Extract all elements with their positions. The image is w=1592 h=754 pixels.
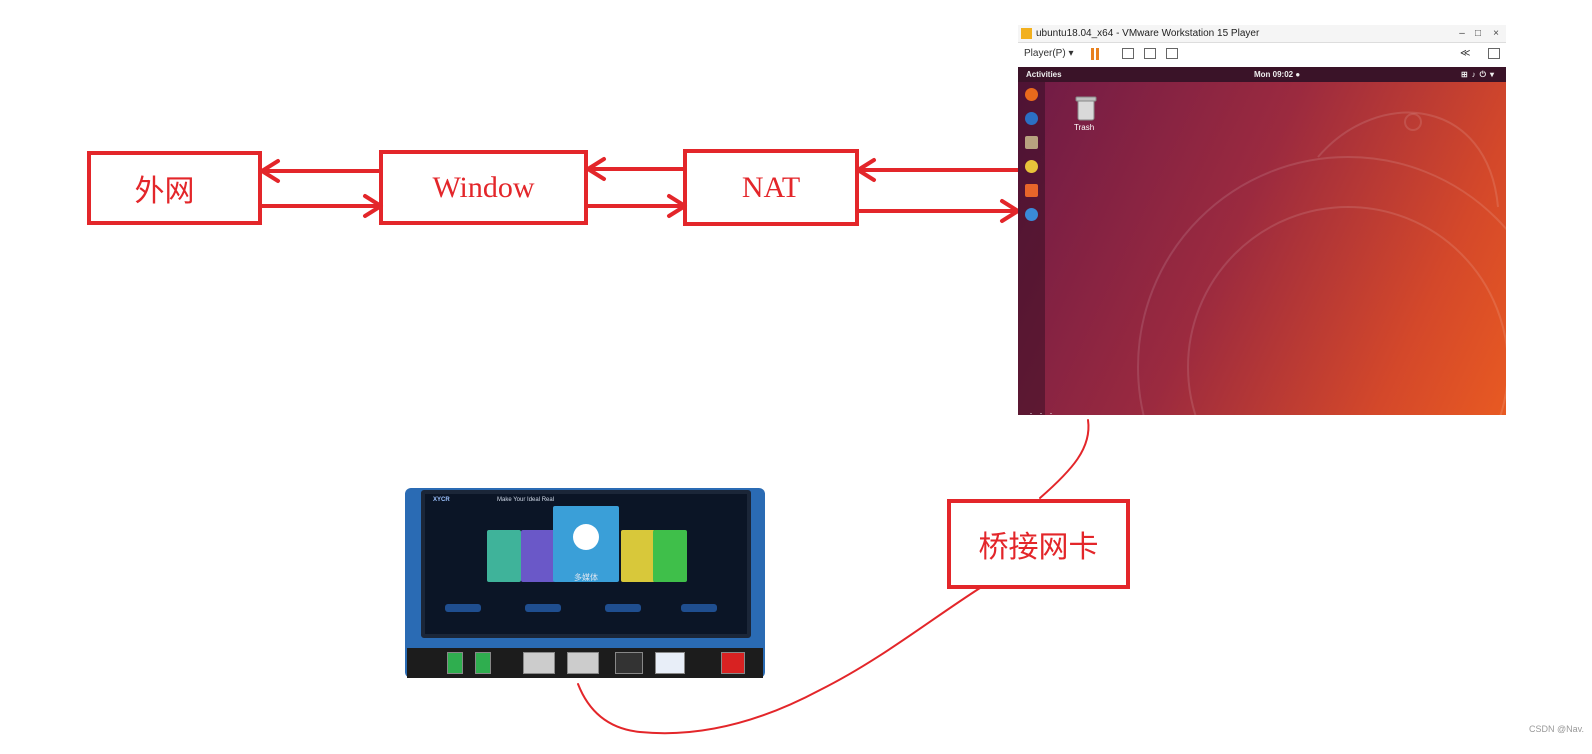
screen-button-4: [681, 604, 717, 612]
nat-label: NAT: [741, 170, 801, 204]
files-icon[interactable]: [1025, 136, 1038, 149]
software-center-icon[interactable]: [1025, 184, 1038, 197]
show-applications-icon[interactable]: ⋮⋮⋮: [1026, 412, 1056, 415]
tile-multimedia-label: 多媒体: [574, 573, 598, 582]
help-icon[interactable]: [1025, 208, 1038, 221]
player-menu[interactable]: Player(P) ▾: [1024, 48, 1074, 59]
nat-box: NAT: [683, 149, 859, 226]
board-brand: XYCR: [433, 497, 450, 503]
internet-box: 外网: [87, 151, 262, 225]
sd-card: [655, 652, 685, 674]
close-icon[interactable]: ×: [1493, 28, 1499, 39]
power-terminal: [447, 652, 463, 674]
firefox-icon[interactable]: [1025, 88, 1038, 101]
ethernet-port-1: [523, 652, 555, 674]
board-lcd-screen: XYCR Make Your Ideal Real 多媒体: [421, 490, 751, 638]
curve-bridge-to-board: [577, 587, 981, 735]
trash-label: Trash: [1074, 123, 1095, 132]
curve-vm-to-bridge: [1039, 419, 1090, 499]
ubuntu-top-bar: Activities Mon 09:02 ● ⊞♪⏻▾: [1018, 67, 1506, 82]
arrowhead-nat-to-window: [586, 157, 606, 181]
library-icon[interactable]: [1488, 48, 1500, 59]
screen-button-2: [525, 604, 561, 612]
vmware-window: ubuntu18.04_x64 - VMware Workstation 15 …: [1018, 25, 1506, 415]
pause-icon[interactable]: [1091, 48, 1094, 60]
arrowhead-window-to-internet: [260, 159, 280, 183]
bridge-box: 桥接网卡: [947, 499, 1130, 589]
rhythmbox-icon[interactable]: [1025, 160, 1038, 173]
hdmi-port: [615, 652, 643, 674]
ubuntu-wallpaper-art: [1137, 111, 1506, 415]
vmware-logo-icon: [1021, 28, 1032, 39]
system-tray-icons[interactable]: ⊞♪⏻▾: [1460, 70, 1498, 79]
board-connectors: [407, 648, 763, 678]
dev-board: XYCR Make Your Ideal Real 多媒体: [405, 488, 765, 698]
tile-app-1: [487, 530, 521, 582]
tile-app-3: [621, 530, 655, 582]
board-tagline: Make Your Ideal Real: [497, 497, 555, 503]
tile-app-2: [521, 530, 555, 582]
unity-icon[interactable]: [1166, 48, 1178, 59]
activities-button[interactable]: Activities: [1026, 70, 1062, 79]
ubuntu-desktop: Activities Mon 09:02 ● ⊞♪⏻▾ ⋮⋮⋮ Trash: [1018, 67, 1506, 415]
ethernet-port-2: [567, 652, 599, 674]
multimedia-icon: [573, 524, 599, 550]
watermark: CSDN @Nav.: [1529, 724, 1584, 734]
internet-label: 外网: [134, 175, 195, 208]
vmware-toolbar: Player(P) ▾ ≪: [1018, 43, 1506, 65]
windows-box: Window: [379, 150, 588, 225]
minimize-icon[interactable]: –: [1459, 28, 1465, 39]
dip-switch: [721, 652, 745, 674]
screen-button-1: [445, 604, 481, 612]
clock[interactable]: Mon 09:02 ●: [1254, 70, 1301, 79]
send-ctrl-alt-del-icon[interactable]: [1122, 48, 1134, 59]
ubuntu-dock: ⋮⋮⋮: [1018, 82, 1056, 415]
vmware-window-title: ubuntu18.04_x64 - VMware Workstation 15 …: [1036, 28, 1260, 39]
back-icon[interactable]: ≪: [1460, 48, 1471, 59]
screen-button-3: [605, 604, 641, 612]
maximize-icon[interactable]: □: [1474, 28, 1482, 39]
windows-label: Window: [432, 170, 535, 204]
tile-app-4: [653, 530, 687, 582]
vmware-title-bar: ubuntu18.04_x64 - VMware Workstation 15 …: [1018, 25, 1506, 43]
fullscreen-icon[interactable]: [1144, 48, 1156, 59]
trash-icon[interactable]: [1075, 95, 1097, 121]
thunderbird-icon[interactable]: [1025, 112, 1038, 125]
can-terminal: [475, 652, 491, 674]
bridge-label: 桥接网卡: [978, 531, 1099, 564]
